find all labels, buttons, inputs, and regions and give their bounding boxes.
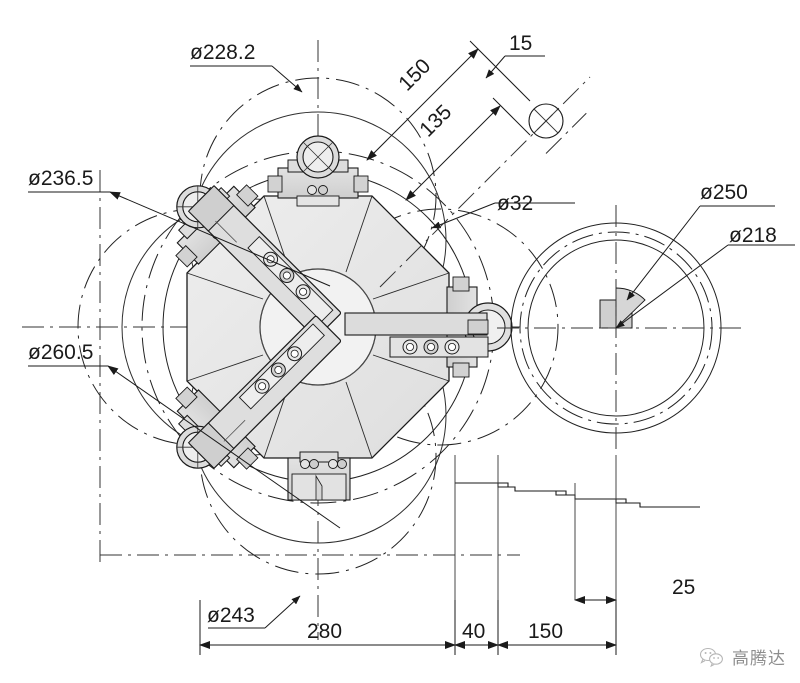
watermark: 高腾达 [699, 644, 786, 669]
tool-blade-upper-left [187, 185, 342, 339]
dim-label-d250: ø250 [700, 181, 748, 204]
dim-label-150-angular: 150 [394, 54, 435, 95]
dim-label-d243: ø243 [207, 604, 255, 627]
angular-dimensions [366, 40, 591, 288]
tool-blade-lower-left [187, 315, 342, 469]
dim-label-40: 40 [462, 620, 485, 643]
dim-label-15: 15 [509, 32, 532, 55]
dim-label-d260-5: ø260.5 [28, 341, 93, 364]
dim-label-280: 280 [307, 620, 342, 643]
stepped-profile [455, 482, 700, 508]
dim-label-d228-2: ø228.2 [190, 41, 255, 64]
wechat-logo-icon [699, 647, 723, 667]
tool-station-top [267, 135, 369, 207]
dim-label-d236-5: ø236.5 [28, 167, 93, 190]
dim-label-d218: ø218 [729, 224, 777, 247]
dim-label-150: 150 [528, 620, 563, 643]
dim-label-135-angular: 135 [415, 100, 456, 141]
right-chuck-centerlines [497, 205, 745, 452]
tool-station-bottom [287, 451, 351, 501]
dim-label-25: 25 [672, 576, 695, 599]
bottom-dimension-chain [199, 596, 617, 655]
dim-label-d32: ø32 [497, 192, 533, 215]
watermark-text: 高腾达 [732, 649, 786, 669]
leader-lines [28, 55, 795, 629]
tool-bar-right [344, 312, 489, 358]
